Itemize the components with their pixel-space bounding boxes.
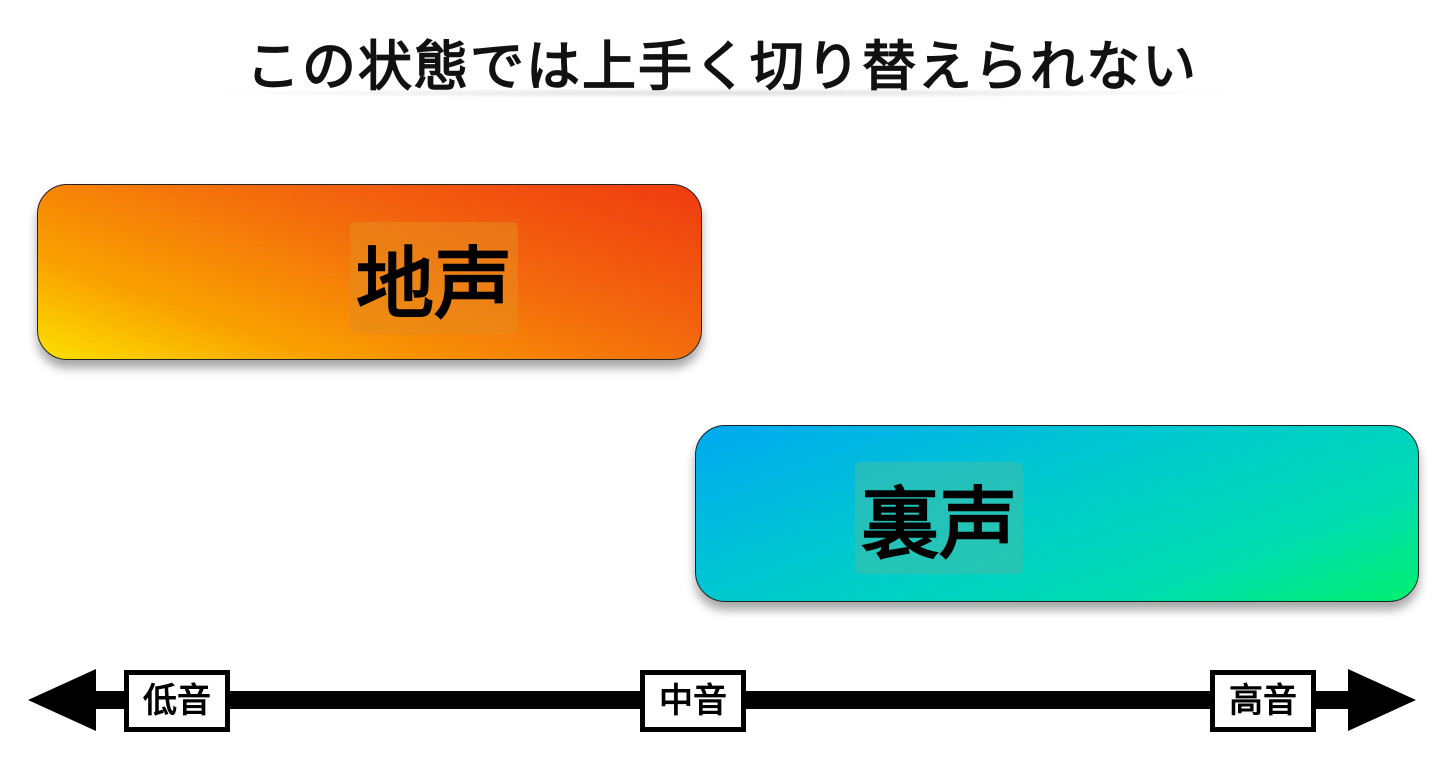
chest-voice-label: 地声 — [350, 222, 519, 334]
axis-label-high: 高音 — [1210, 670, 1316, 732]
head-voice-label: 裏声 — [855, 462, 1024, 574]
diagram-title: この状態では上手く切り替えられない — [246, 35, 1198, 98]
axis-label-mid: 中音 — [640, 670, 746, 732]
arrow-right-icon — [1348, 669, 1416, 731]
title-underline-shadow — [190, 88, 1260, 98]
arrow-left-icon — [28, 669, 96, 731]
head-voice-range-bar — [695, 425, 1419, 602]
axis-label-low: 低音 — [124, 670, 230, 732]
